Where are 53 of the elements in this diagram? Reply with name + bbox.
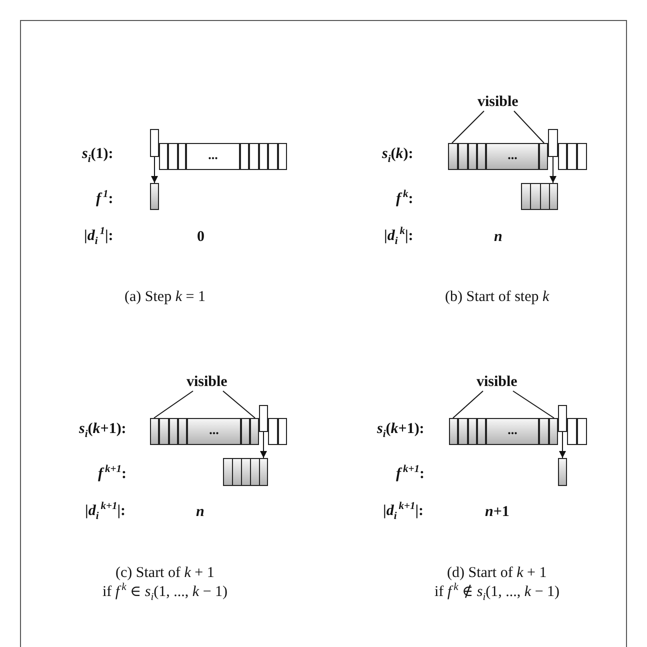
caption: (b) Start of step k	[445, 288, 550, 306]
row-label: s$_{i}$(k+1):	[79, 420, 126, 442]
shaded-cell	[448, 143, 458, 170]
value-label: 0	[197, 228, 204, 246]
row-label: |d$_{i}$$^{k+1}$|:	[85, 500, 126, 524]
shaded-cell	[539, 143, 548, 170]
row-label: s$_{i}$(k+1):	[377, 420, 424, 442]
caption: if f$^{k}$ ∉ s$_{i}$(1, ..., k − 1)	[434, 581, 560, 605]
caption: (c) Start of k + 1	[116, 564, 214, 582]
leader-line	[514, 110, 544, 144]
row-label: f$^{k+1}$:	[396, 463, 424, 483]
sequence-cell	[150, 129, 159, 157]
sequence-cell	[259, 405, 268, 432]
sequence-cell	[558, 405, 567, 432]
ellipsis-cell: ...	[187, 418, 241, 445]
value-label: n+1	[485, 503, 510, 521]
sequence-cell	[548, 129, 558, 157]
annotation-label: visible	[476, 374, 518, 390]
value-label: n	[494, 228, 502, 246]
arrow	[151, 156, 158, 184]
value-label: n	[196, 503, 204, 521]
shaded-cell	[521, 183, 558, 210]
leader-line	[222, 390, 256, 418]
leader-line	[154, 390, 194, 418]
shaded-cell	[558, 458, 567, 486]
row-label: |d$_{i}$$^{1}$|:	[84, 225, 114, 249]
ellipsis-cell: ...	[186, 143, 240, 170]
row-label: f$^{k}$:	[396, 188, 414, 208]
annotation-label: visible	[478, 94, 518, 110]
row-label: |d$_{i}$$^{k+1}$|:	[383, 500, 424, 524]
arrow	[260, 432, 267, 458]
row-label: f$^{k+1}$:	[98, 463, 126, 483]
caption: (d) Start of k + 1	[447, 564, 547, 582]
ellipsis-cell: ...	[486, 143, 539, 170]
shaded-cell	[150, 183, 159, 210]
row-label: f$^{1}$:	[96, 188, 114, 208]
arrow	[559, 432, 566, 458]
row-label: s$_{i}$(k):	[382, 145, 414, 167]
shaded-cell	[150, 418, 159, 445]
leader-line	[452, 390, 484, 418]
shaded-cell	[250, 418, 259, 445]
leader-line	[512, 390, 554, 418]
annotation-label: visible	[186, 374, 228, 390]
caption: (a) Step k = 1	[124, 288, 206, 306]
ellipsis-cell: ...	[486, 418, 539, 445]
leader-line	[452, 110, 484, 144]
row-label: s$_{i}$(1):	[82, 145, 114, 167]
shaded-cell	[449, 418, 458, 445]
arrow	[550, 156, 556, 184]
shaded-cell	[549, 418, 558, 445]
row-label: |d$_{i}$$^{k}$|:	[384, 225, 414, 249]
shaded-cell	[223, 458, 268, 486]
caption: if f$^{k}$ ∈ s$_{i}$(1, ..., k − 1)	[102, 581, 228, 605]
